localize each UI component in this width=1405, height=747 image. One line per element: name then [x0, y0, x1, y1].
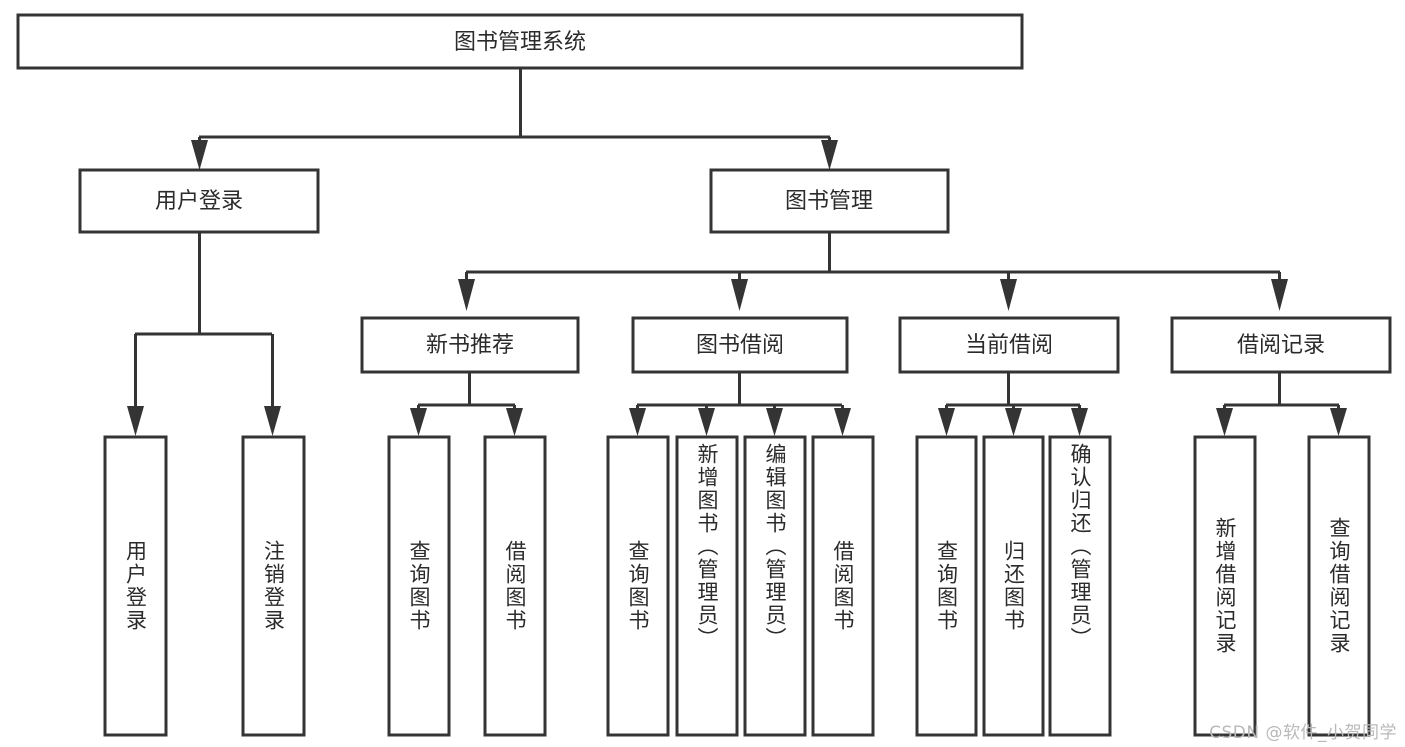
node-leaf-6-box[interactable]	[675, 435, 739, 737]
node-leaf-8-box[interactable]	[811, 435, 875, 737]
node-borrow-box[interactable]	[631, 316, 849, 374]
connector-group-record	[1216, 372, 1347, 436]
node-leaf-12-box[interactable]	[1193, 435, 1257, 737]
node-borrow-label: 图书借阅	[696, 333, 784, 358]
node-login[interactable]: 用户登录	[78, 168, 320, 234]
leaf-box-group	[103, 435, 1371, 737]
node-leaf-13-box[interactable]	[1307, 435, 1371, 737]
connector-group-borrow	[629, 372, 851, 436]
node-leaf-7-box[interactable]	[743, 435, 807, 737]
node-current-box[interactable]	[898, 316, 1120, 374]
node-leaf-5-box[interactable]	[606, 435, 670, 737]
connector-group-login	[127, 232, 281, 436]
node-leaf-9-box[interactable]	[915, 435, 978, 737]
arrow-head-leaf-1	[127, 406, 144, 436]
node-bookmgmt-label: 图书管理	[785, 189, 873, 214]
arrow-head-borrow	[731, 279, 748, 311]
node-root-box[interactable]	[16, 13, 1024, 70]
arrow-head-leaf-6	[698, 408, 715, 436]
arrow-head-newbook	[458, 279, 475, 311]
arrow-head-bookmgmt	[821, 140, 838, 170]
arrow-head-leaf-11	[1071, 408, 1088, 436]
node-leaf-10-box[interactable]	[982, 435, 1045, 737]
node-leaf-1-box[interactable]	[103, 435, 168, 737]
node-current[interactable]: 当前借阅	[898, 316, 1120, 374]
connector-group-current	[938, 372, 1088, 436]
arrow-head-leaf-12	[1216, 408, 1233, 436]
node-root-label: 图书管理系统	[454, 30, 586, 55]
arrow-head-leaf-4	[506, 408, 523, 436]
arrow-head-current	[1000, 279, 1017, 311]
node-newbook-box[interactable]	[360, 316, 580, 374]
node-root[interactable]: 图书管理系统	[16, 13, 1024, 70]
arrow-head-leaf-10	[1005, 408, 1022, 436]
connector-group-bookmgmt	[458, 232, 1288, 311]
arrow-head-leaf-2	[264, 406, 281, 436]
connector-group-root	[191, 68, 838, 170]
node-borrow[interactable]: 图书借阅	[631, 316, 849, 374]
node-bookmgmt-box[interactable]	[709, 168, 950, 234]
node-record[interactable]: 借阅记录	[1170, 316, 1392, 374]
arrow-head-leaf-7	[766, 408, 783, 436]
node-record-label: 借阅记录	[1237, 333, 1325, 358]
connector-group-newbook	[410, 372, 523, 436]
node-login-box[interactable]	[78, 168, 320, 234]
node-leaf-4-box[interactable]	[483, 435, 547, 737]
arrow-head-record	[1271, 279, 1288, 311]
arrow-head-leaf-13	[1330, 408, 1347, 436]
node-current-label: 当前借阅	[965, 333, 1053, 358]
arrow-head-leaf-3	[410, 408, 427, 436]
node-bookmgmt[interactable]: 图书管理	[709, 168, 950, 234]
arrow-head-leaf-5	[629, 408, 646, 436]
node-leaf-2-box[interactable]	[241, 435, 306, 737]
node-record-box[interactable]	[1170, 316, 1392, 374]
node-newbook-label: 新书推荐	[426, 333, 514, 358]
arrow-head-login	[191, 140, 208, 170]
node-login-label: 用户登录	[155, 189, 243, 214]
node-leaf-11-box[interactable]	[1048, 435, 1112, 737]
node-leaf-3-box[interactable]	[387, 435, 451, 737]
arrow-head-leaf-8	[834, 408, 851, 436]
node-newbook[interactable]: 新书推荐	[360, 316, 580, 374]
arrow-head-leaf-9	[938, 408, 955, 436]
